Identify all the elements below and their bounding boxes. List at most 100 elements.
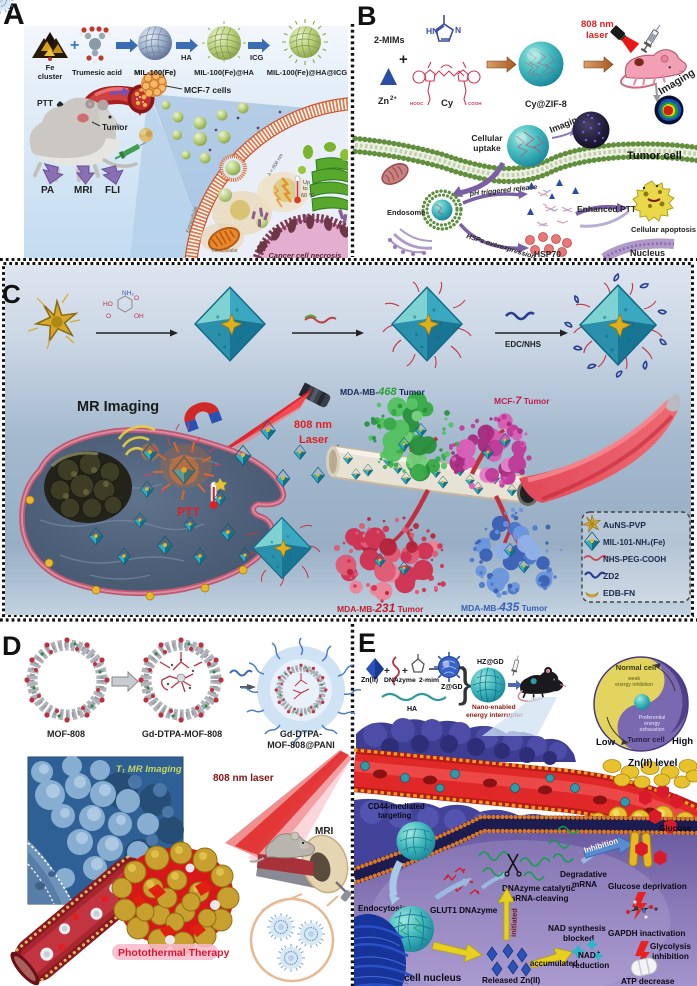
svg-text:+: +	[384, 666, 390, 677]
svg-text:B: B	[357, 1, 377, 31]
svg-text:Normal cell: Normal cell	[616, 663, 656, 672]
svg-text:PTT: PTT	[37, 98, 54, 108]
svg-text:NAD: NAD	[578, 951, 596, 960]
svg-text:GAPDH inactivation: GAPDH inactivation	[608, 929, 685, 938]
svg-text:Laser: Laser	[299, 434, 329, 446]
svg-text:Tumor cell: Tumor cell	[627, 735, 664, 744]
svg-text:EDB-FN: EDB-FN	[603, 588, 635, 598]
svg-text:mRNA-cleaving: mRNA-cleaving	[508, 894, 569, 903]
svg-text:FLI: FLI	[105, 185, 120, 196]
svg-text:+: +	[399, 51, 408, 68]
svg-text:2-MIMs: 2-MIMs	[374, 35, 405, 45]
svg-text:MCF-7 cells: MCF-7 cells	[184, 85, 232, 95]
svg-text:NHS-PEG-COOH: NHS-PEG-COOH	[603, 555, 666, 564]
svg-text:CD44-mediated: CD44-mediated	[368, 802, 425, 811]
svg-text:exhaustion: exhaustion	[639, 727, 664, 733]
svg-text:Gd-DTPA-MOF-808: Gd-DTPA-MOF-808	[142, 729, 222, 739]
svg-text:HO: HO	[103, 301, 113, 308]
svg-text:COOH: COOH	[468, 101, 482, 106]
svg-text:Up: Up	[303, 180, 310, 186]
svg-text:inhibition: inhibition	[652, 952, 689, 961]
svg-text:Degradative: Degradative	[560, 870, 607, 879]
svg-text:Zn: Zn	[378, 96, 389, 106]
svg-text:+: +	[402, 666, 408, 677]
svg-text:Cancer cell necrosis: Cancer cell necrosis	[269, 251, 342, 260]
svg-text:MIL-101-NH₂(Fe): MIL-101-NH₂(Fe)	[603, 538, 666, 547]
svg-text:accumulated: accumulated	[530, 959, 578, 968]
svg-text:to: to	[303, 186, 308, 192]
svg-text:808 nm laser: 808 nm laser	[213, 773, 274, 784]
svg-text:C: C	[2, 279, 21, 309]
svg-text:O: O	[134, 295, 139, 302]
svg-text:DNAzyme: DNAzyme	[384, 677, 416, 684]
svg-text:Tumor cell: Tumor cell	[627, 150, 682, 162]
svg-text:ATP decrease: ATP decrease	[621, 977, 675, 986]
svg-text:High: High	[672, 736, 693, 747]
svg-text:MR Imaging: MR Imaging	[77, 399, 159, 415]
svg-text:Intracellular: Intracellular	[212, 248, 238, 254]
svg-text:+: +	[597, 950, 600, 956]
svg-text:Tumor: Tumor	[102, 122, 129, 132]
svg-text:HSP70: HSP70	[534, 249, 561, 259]
svg-text:Z@GD: Z@GD	[441, 684, 463, 691]
svg-text:MDA-MB-435 Tumor: MDA-MB-435 Tumor	[461, 600, 548, 614]
svg-text:Nano-enabled: Nano-enabled	[472, 704, 516, 711]
svg-text:cluster: cluster	[38, 72, 63, 81]
svg-text:Glycolysis: Glycolysis	[650, 942, 691, 951]
svg-text:Endosome: Endosome	[387, 208, 425, 217]
svg-text:cell nucleus: cell nucleus	[404, 973, 462, 984]
svg-text:Glucose: Glucose	[659, 824, 692, 833]
svg-text:Cy@ZIF-8: Cy@ZIF-8	[525, 99, 567, 109]
svg-text:Released Zn(II): Released Zn(II)	[482, 976, 541, 985]
svg-text:Endocytosis: Endocytosis	[358, 904, 407, 913]
svg-text:NAD synthesis: NAD synthesis	[548, 924, 606, 933]
svg-text:O: O	[106, 313, 111, 320]
svg-text:}: }	[458, 659, 472, 706]
svg-text:Glucose deprivation: Glucose deprivation	[608, 882, 687, 891]
svg-text:2-mim: 2-mim	[419, 677, 439, 684]
svg-text:Trumesic acid: Trumesic acid	[72, 68, 122, 77]
svg-text:Zn(II) level: Zn(II) level	[628, 758, 678, 769]
svg-text:D: D	[2, 631, 22, 661]
svg-text:MIL-100(Fe): MIL-100(Fe)	[134, 68, 176, 77]
svg-text:N: N	[455, 25, 461, 35]
svg-text:MOF-808: MOF-808	[47, 729, 85, 739]
svg-text:Preferential: Preferential	[639, 715, 666, 721]
svg-text:initiated: initiated	[509, 908, 519, 937]
svg-text:blocked: blocked	[563, 934, 594, 943]
svg-text:MIL-100(Fe)@HA: MIL-100(Fe)@HA	[194, 68, 254, 77]
svg-text:Photothermal Therapy: Photothermal Therapy	[118, 947, 230, 959]
svg-text:Gd-DTPA-: Gd-DTPA-	[280, 729, 322, 739]
svg-text:Cy: Cy	[441, 98, 454, 109]
svg-text:Low: Low	[596, 737, 616, 748]
svg-text:MCF-7 Tumor: MCF-7 Tumor	[494, 395, 550, 407]
svg-text:Nucleus: Nucleus	[630, 248, 665, 258]
svg-text:ICG: ICG	[250, 53, 264, 62]
svg-text:ZD2: ZD2	[603, 571, 619, 581]
svg-text:OH: OH	[134, 313, 144, 320]
svg-text:MRI: MRI	[315, 826, 334, 837]
svg-text:HOOC: HOOC	[410, 101, 424, 106]
svg-text:weak: weak	[628, 676, 641, 682]
svg-text:GLUT1 DNAzyme: GLUT1 DNAzyme	[430, 906, 498, 915]
svg-text:targeting: targeting	[378, 811, 412, 820]
svg-text:AuNS-PVP: AuNS-PVP	[603, 520, 646, 530]
svg-text:808 nm: 808 nm	[581, 19, 614, 30]
svg-text:Fe: Fe	[46, 63, 55, 72]
svg-text:E: E	[358, 628, 376, 658]
svg-text:NH₂: NH₂	[122, 290, 134, 297]
svg-text:mRNA: mRNA	[572, 880, 597, 889]
svg-text:HZ@GD: HZ@GD	[477, 659, 504, 666]
svg-text:Cellular apoptosis: Cellular apoptosis	[631, 225, 696, 234]
svg-text:Enhanced PTT: Enhanced PTT	[577, 204, 637, 214]
svg-text:PA: PA	[41, 185, 54, 196]
svg-text:+: +	[70, 37, 79, 54]
svg-text:MOF-808@PANI: MOF-808@PANI	[267, 740, 335, 750]
svg-text:MRI: MRI	[74, 185, 93, 196]
svg-text:HA: HA	[181, 53, 192, 62]
svg-text:60 °C: 60 °C	[301, 193, 315, 199]
svg-text:reduction: reduction	[572, 961, 609, 970]
svg-text:energy: energy	[644, 721, 660, 727]
svg-text:HA: HA	[407, 706, 417, 713]
svg-text:PTT: PTT	[177, 505, 200, 519]
